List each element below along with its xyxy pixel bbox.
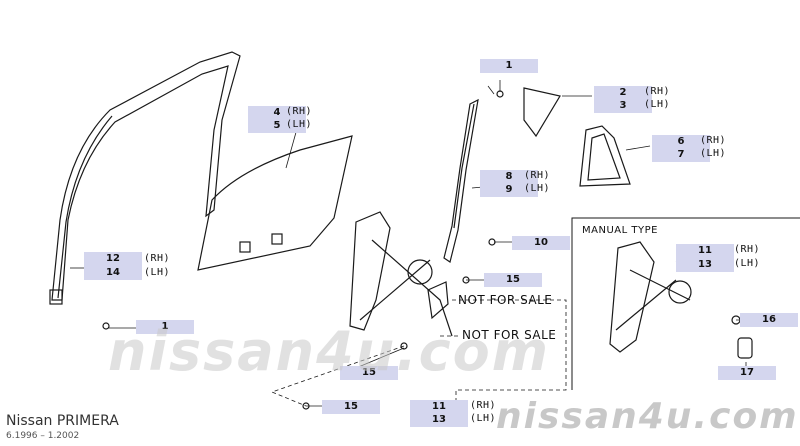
label-12: 12 [84,252,142,266]
label-17: 17 [718,366,776,380]
label-6: 6 [652,135,710,149]
label-14: 14 [84,266,142,280]
note-not-for-sale-1: NOT FOR SALE [458,293,553,307]
side-rh-6: (RH) [700,135,727,146]
side-lh-7: (LH) [700,148,727,159]
glass-clip-2 [271,233,283,245]
rear-channel-inner [453,103,475,229]
label-13-manual: 13 [676,258,734,272]
label-5: 5 [248,119,306,133]
label-8: 8 [480,170,538,184]
footer-model: Nissan PRIMERA [6,413,119,429]
manual-type-border [571,217,800,390]
watermark-center: nissan4u.com [108,320,551,383]
label-9: 9 [480,183,538,197]
quarter-frame-inner [587,133,621,181]
side-rh-2: (RH) [644,86,671,97]
manual-type-heading: MANUAL TYPE [582,225,658,236]
rear-glass-channel [443,98,479,263]
label-10: 10 [512,236,570,250]
label-13-bottom: 13 [410,413,468,427]
bolt-1-bottom [102,322,110,330]
label-11-bottom: 11 [410,400,468,414]
door-sash-inner [57,115,113,299]
side-lh-9: (LH) [524,183,551,194]
note-not-for-sale-2: NOT FOR SALE [462,328,557,342]
side-rh-11-manual: (RH) [734,244,761,255]
side-rh-12: (RH) [144,253,171,264]
side-rh-11-bottom: (RH) [470,400,497,411]
regulator-gear [407,259,433,285]
label-16: 16 [740,313,798,327]
label-1-top: 1 [480,59,538,73]
manual-regulator-gear [668,280,692,304]
manual-regulator-arm [629,269,691,301]
side-lh-13-bottom: (LH) [470,413,497,424]
label-15-a: 15 [484,273,542,287]
label-1-bottom: 1 [136,320,194,334]
handle-17 [737,337,753,359]
manual-regulator [609,241,655,353]
manual-regulator-cross [615,279,677,331]
footer-years: 6.1996 – 1.2002 [6,431,80,441]
label-4: 4 [248,106,306,120]
regulator-arm [371,239,453,337]
label-15-c: 15 [322,400,380,414]
label-7: 7 [652,148,710,162]
regulator-cross [359,259,431,321]
side-rh-8: (RH) [524,170,551,181]
watermark-corner: nissan4u.com [496,396,799,437]
side-lh-3: (LH) [644,99,671,110]
label-3: 3 [594,99,652,113]
quarter-frame [579,125,631,187]
bolt-15-b [400,342,408,350]
regulator-motor [427,281,449,320]
label-15-b: 15 [340,366,398,380]
label-11-manual: 11 [676,244,734,258]
door-glass [197,135,353,271]
power-regulator [349,211,391,331]
side-lh-5: (LH) [286,119,313,130]
side-rh-4: (RH) [286,106,313,117]
label-2: 2 [594,86,652,100]
dashed-guides [270,299,567,412]
side-lh-14: (LH) [144,267,171,278]
glass-clip-1 [239,241,251,253]
door-sash-foot [49,289,63,305]
side-lh-13-manual: (LH) [734,258,761,269]
quarter-glass [523,87,561,138]
door-sash-frame [51,51,241,301]
